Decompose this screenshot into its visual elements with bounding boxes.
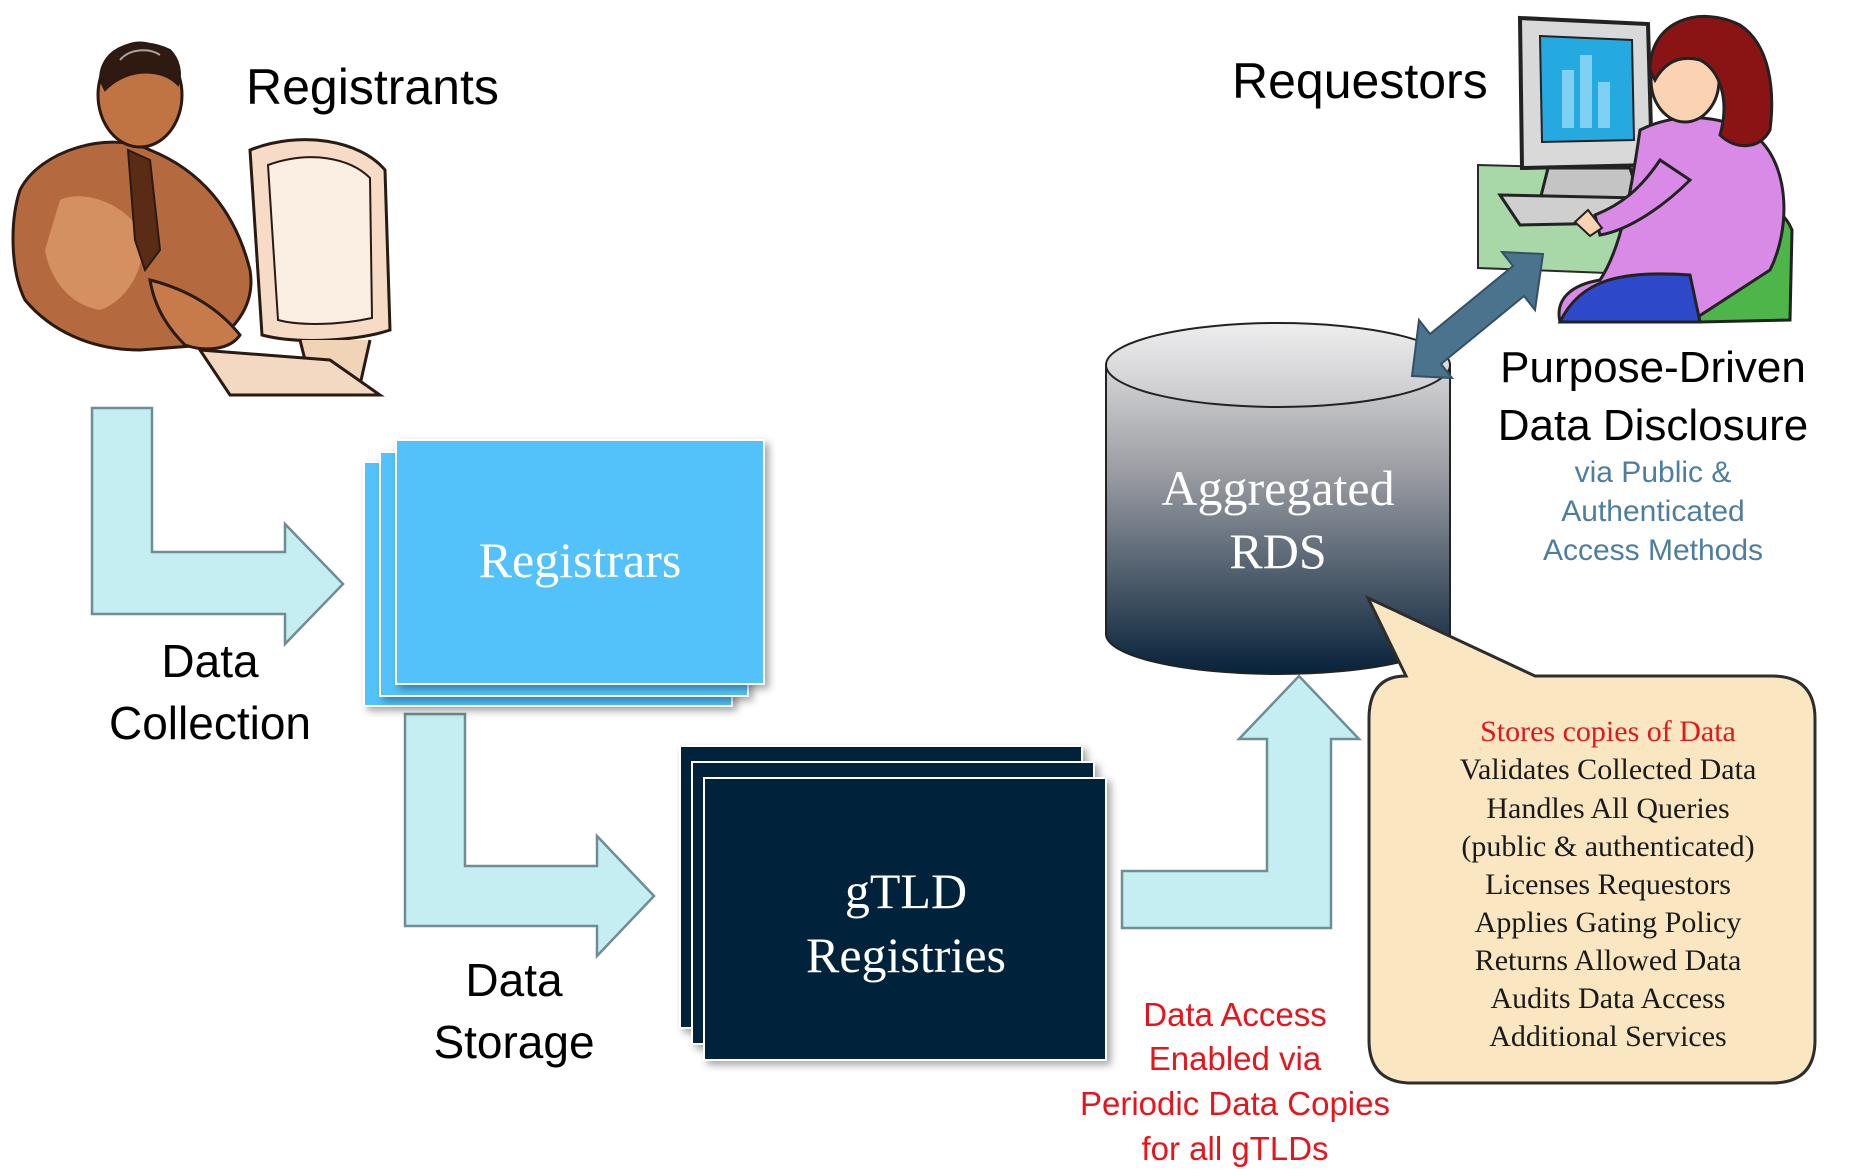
callout-item-list: Validates Collected Data Handles All Que… bbox=[1460, 753, 1757, 1053]
callout-item: (public & authenticated) bbox=[1461, 830, 1754, 863]
registries-label-line2: Registries bbox=[806, 927, 1006, 983]
registrars-box-stack bbox=[363, 439, 765, 707]
disclosure-method-line3: Access Methods bbox=[1543, 534, 1763, 567]
callout-item: Applies Gating Policy bbox=[1475, 906, 1742, 939]
disclosure-double-arrow bbox=[1410, 250, 1545, 380]
requestors-label: Requestors bbox=[1232, 53, 1488, 109]
collection-label-line1: Data bbox=[161, 635, 259, 687]
callout-bubble bbox=[1364, 594, 1817, 1085]
callout-item: Validates Collected Data bbox=[1460, 753, 1757, 786]
storage-label-line2: Storage bbox=[433, 1016, 594, 1068]
rds-label-line1: Aggregated bbox=[1161, 460, 1394, 516]
rds-label-line2: RDS bbox=[1229, 523, 1326, 579]
aggregated-rds-cylinder bbox=[1105, 322, 1451, 675]
disclosure-title-line1: Purpose-Driven bbox=[1500, 343, 1806, 392]
registries-box-stack bbox=[679, 745, 1107, 1061]
callout-item: Audits Data Access bbox=[1491, 982, 1726, 1015]
disclosure-method-line1: via Public & bbox=[1575, 456, 1732, 489]
registrants-label: Registrants bbox=[246, 59, 499, 115]
registrars-label: Registrars bbox=[479, 532, 682, 588]
callout-highlight: Stores copies of Data bbox=[1480, 715, 1736, 748]
registrant-person-icon bbox=[11, 41, 392, 397]
data-access-arrow bbox=[1120, 674, 1362, 930]
disclosure-title-line2: Data Disclosure bbox=[1498, 401, 1809, 450]
callout-item: Licenses Requestors bbox=[1485, 868, 1731, 901]
data-collection-arrow bbox=[90, 406, 345, 648]
callout-item: Handles All Queries bbox=[1486, 792, 1729, 825]
collection-label-line2: Collection bbox=[109, 697, 311, 749]
access-note-line3: Periodic Data Copies bbox=[1080, 1085, 1390, 1122]
disclosure-method-line2: Authenticated bbox=[1561, 495, 1744, 528]
requestor-person-icon bbox=[1477, 14, 1794, 324]
callout-item: Returns Allowed Data bbox=[1475, 944, 1742, 977]
registries-label-line1: gTLD bbox=[845, 863, 967, 919]
storage-label-line1: Data bbox=[465, 954, 563, 1006]
access-note-line4: for all gTLDs bbox=[1141, 1130, 1328, 1167]
access-note-line2: Enabled via bbox=[1149, 1040, 1322, 1077]
access-note-line1: Data Access bbox=[1143, 996, 1326, 1033]
callout-item: Additional Services bbox=[1489, 1020, 1726, 1053]
data-storage-arrow bbox=[403, 712, 656, 960]
